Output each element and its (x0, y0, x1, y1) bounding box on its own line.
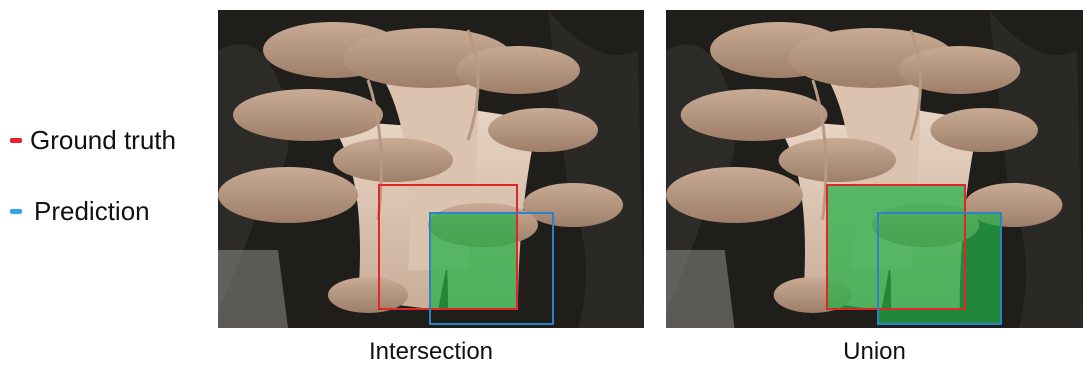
ground-truth-swatch (10, 138, 22, 143)
legend-prediction-label: Prediction (34, 198, 150, 224)
prediction-box (877, 212, 1002, 325)
intersection-caption: Intersection (218, 338, 644, 366)
legend-ground-truth: Ground truth (10, 127, 176, 153)
intersection-panel (218, 10, 644, 328)
union-panel (666, 10, 1083, 328)
union-caption: Union (666, 338, 1083, 366)
legend-ground-truth-label: Ground truth (30, 127, 176, 153)
prediction-box (429, 212, 554, 325)
legend-prediction: Prediction (10, 198, 150, 224)
prediction-swatch (10, 209, 22, 214)
